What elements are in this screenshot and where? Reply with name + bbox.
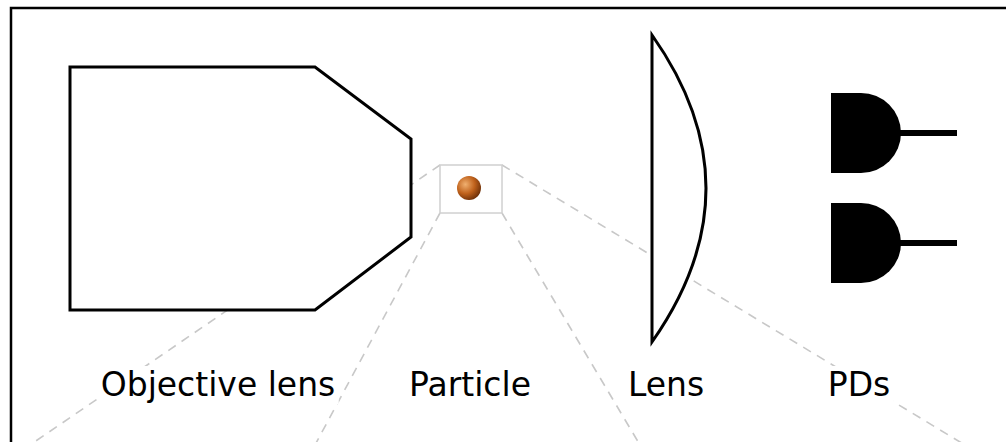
part-label: Objective lens [98,366,339,404]
photodiode-symbol [831,203,901,283]
photodiode-lead [896,240,957,246]
photodiode-symbol [831,93,901,173]
photodiode-lead [896,130,957,136]
particle [457,176,481,200]
particle-zoom-box [440,165,502,213]
objective-lens-body [70,67,411,310]
plano-convex-lens [652,35,706,342]
part-label: Particle [406,366,534,404]
photodiodes [831,93,957,283]
frame [11,8,1006,442]
part-label: Lens [625,366,707,404]
part-label: PDs [825,366,894,404]
